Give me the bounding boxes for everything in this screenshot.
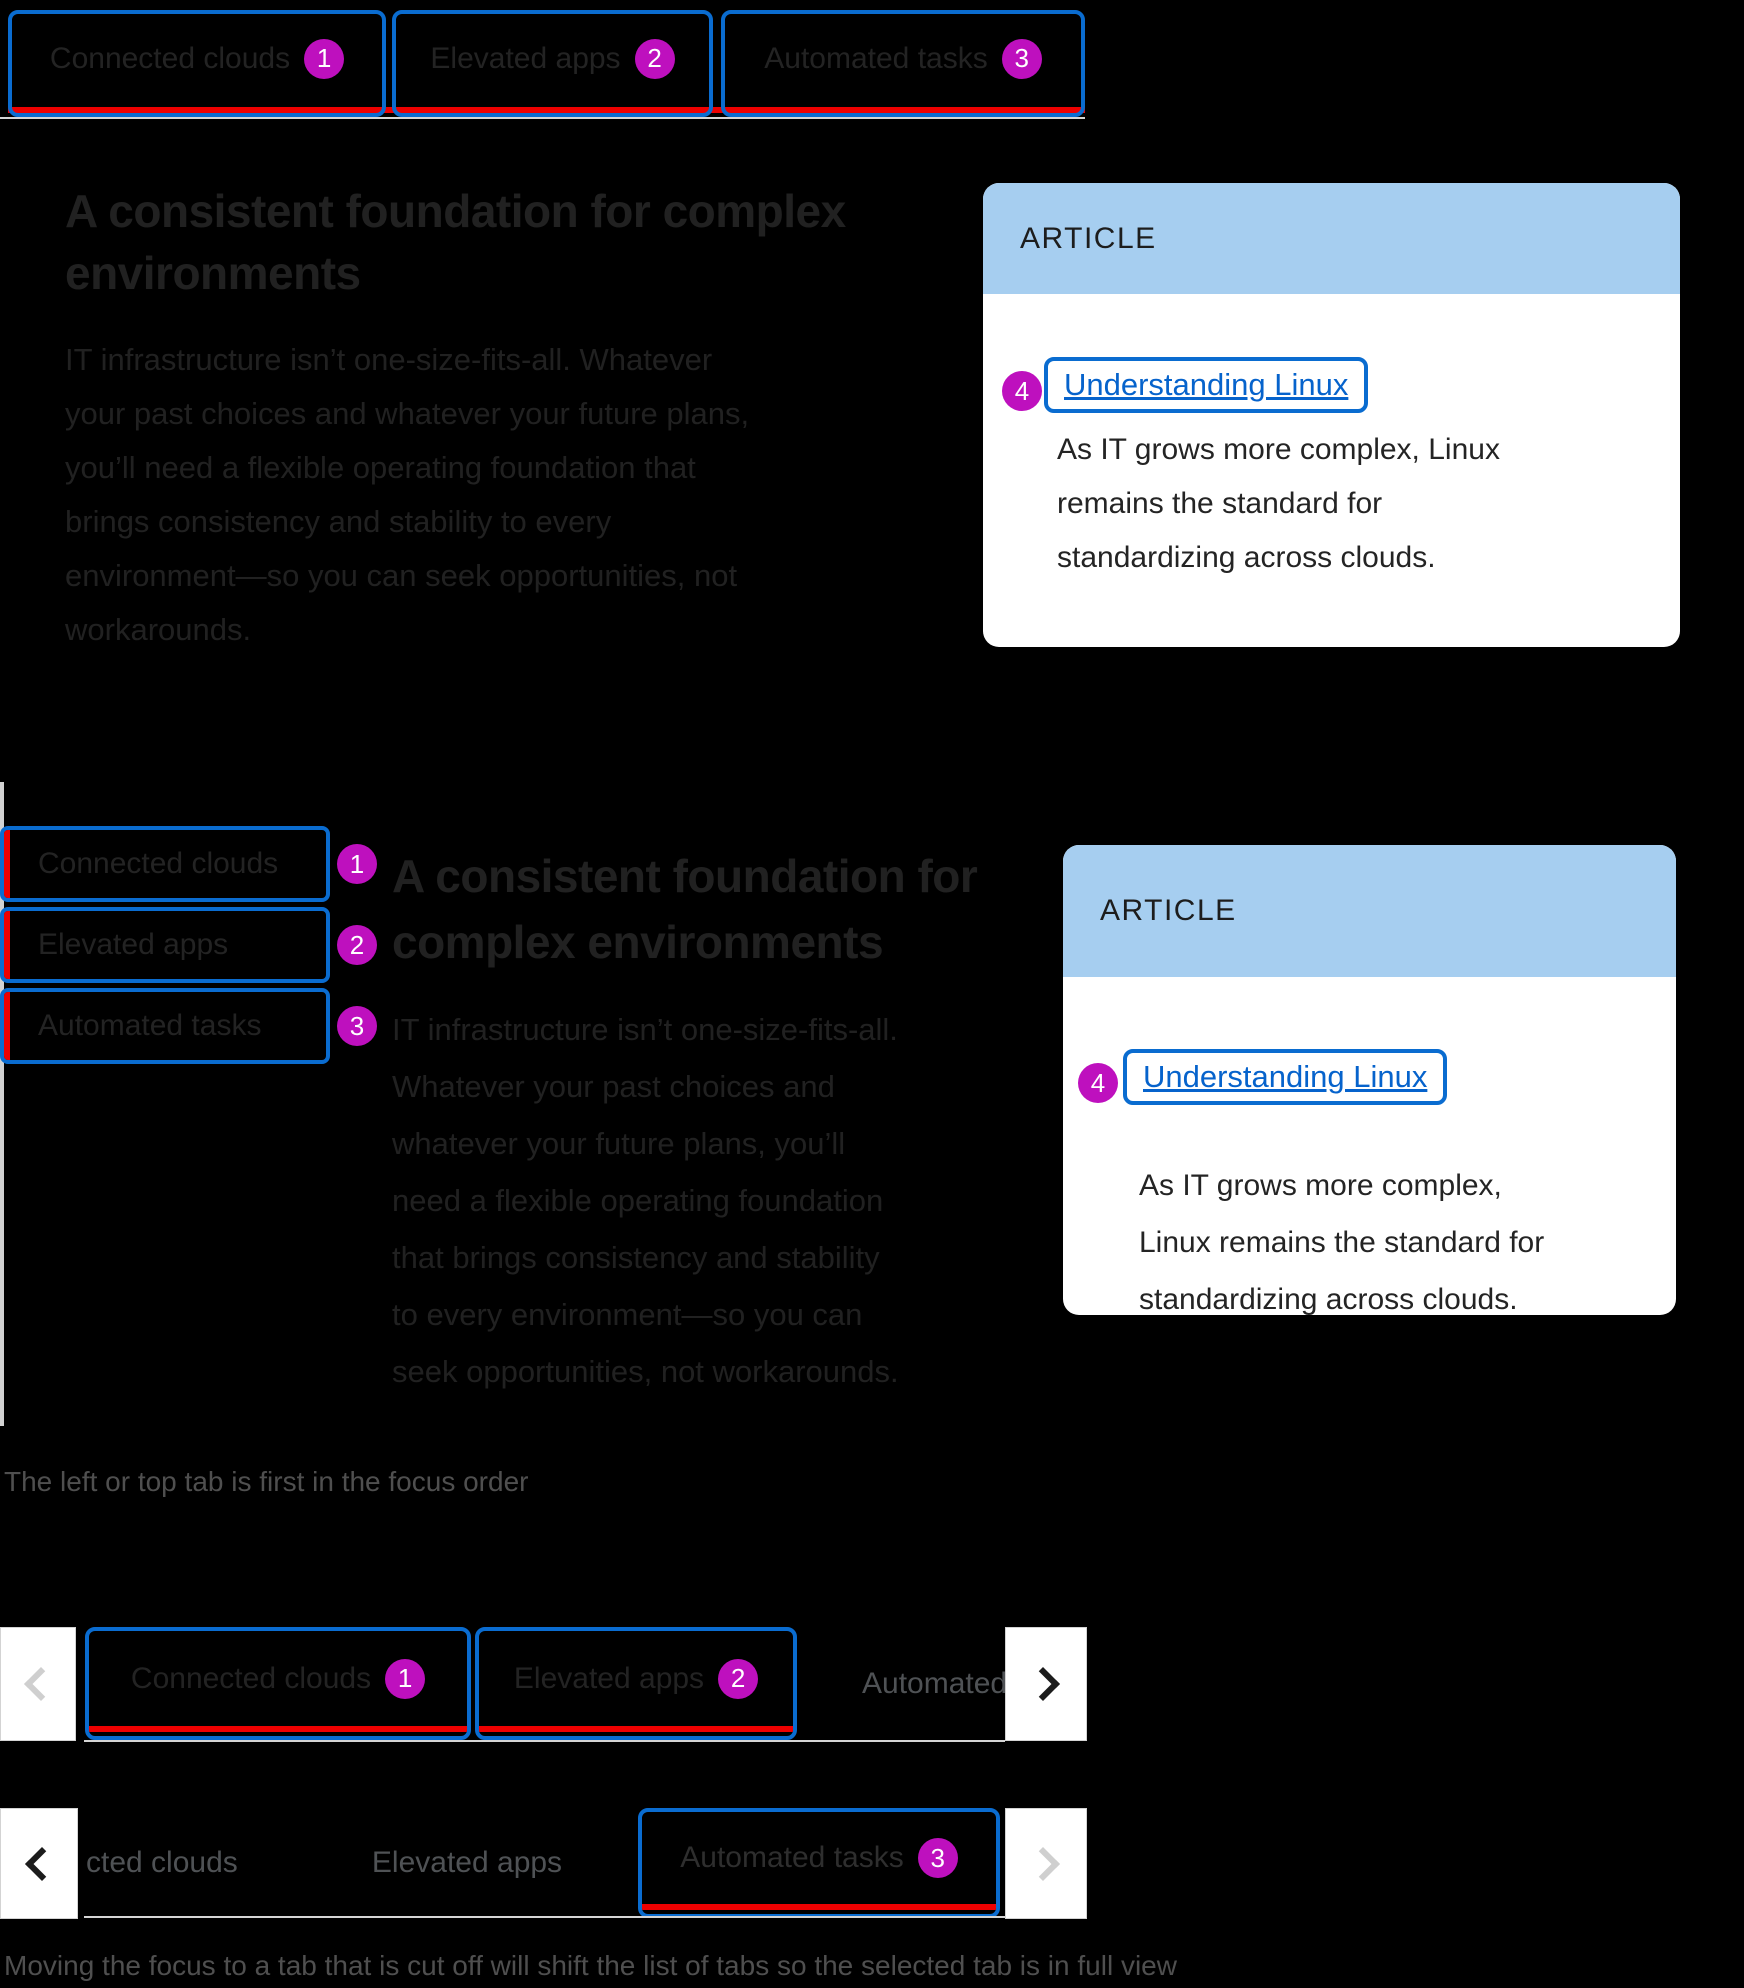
article-link-focus-ring: Understanding Linux <box>1123 1049 1448 1105</box>
article-card-header: ARTICLE <box>983 183 1680 294</box>
chevron-left-icon <box>25 1846 59 1881</box>
tab-connected-clouds-clipped[interactable]: cted clouds <box>86 1808 286 1918</box>
article-eyebrow: ARTICLE <box>1020 221 1157 255</box>
focus-order-badge: 1 <box>304 38 345 79</box>
tab-label: Automated tasks <box>862 1666 1005 1700</box>
page-title: A consistent foundation for complex envi… <box>392 850 978 968</box>
article-link[interactable]: Understanding Linux <box>1143 1059 1428 1094</box>
tab-label: Elevated apps <box>38 928 229 961</box>
article-summary: As IT grows more complex, Linux remains … <box>1057 433 1500 574</box>
tab-automated-tasks-clipped[interactable]: Automated tasks <box>862 1627 1005 1740</box>
scroll-left-button[interactable] <box>0 1627 76 1741</box>
article-summary: As IT grows more complex, Linux remains … <box>1139 1169 1545 1316</box>
vertical-tab-bar-border <box>0 782 4 1426</box>
active-tab-indicator <box>89 1726 467 1732</box>
active-tab-indicator <box>642 1904 996 1910</box>
tab-elevated-apps[interactable]: Elevated apps <box>352 1808 582 1918</box>
tab-label: cted clouds <box>86 1846 238 1879</box>
article-link-focus-ring: Understanding Linux <box>1044 357 1369 413</box>
tab-elevated-apps[interactable]: Elevated apps 2 <box>475 1627 797 1740</box>
article-link[interactable]: Understanding Linux <box>1064 367 1349 402</box>
article-card-header: ARTICLE <box>1063 845 1676 977</box>
figure-caption: The left or top tab is first in the focu… <box>4 1466 529 1497</box>
focus-order-badge: 2 <box>337 925 377 965</box>
tab-label: Automated tasks <box>38 1009 262 1042</box>
tab-elevated-apps[interactable]: Elevated apps <box>0 907 330 983</box>
focus-order-badge: 3 <box>337 1006 377 1046</box>
focus-order-badge: 4 <box>1002 371 1042 411</box>
focus-order-badge: 3 <box>1001 38 1042 79</box>
focus-order-badge: 4 <box>1078 1063 1118 1103</box>
tab-bar-border <box>84 1740 1005 1742</box>
chevron-right-icon <box>1026 1846 1060 1881</box>
active-tab-underline <box>8 107 1085 113</box>
scroll-left-button[interactable] <box>0 1808 78 1919</box>
tab-connected-clouds[interactable]: Connected clouds 1 <box>8 10 386 117</box>
article-eyebrow: ARTICLE <box>1100 894 1237 927</box>
focus-order-badge: 2 <box>718 1658 759 1699</box>
active-tab-indicator <box>4 830 10 898</box>
active-tab-indicator <box>4 911 10 979</box>
tab-automated-tasks[interactable]: Automated tasks 3 <box>721 10 1085 117</box>
active-tab-indicator <box>4 992 10 1060</box>
intro-paragraph: IT infrastructure isn’t one-size-fits-al… <box>392 1012 899 1389</box>
scroll-right-button[interactable] <box>1005 1808 1087 1919</box>
tab-label: Elevated apps <box>430 41 621 75</box>
scroll-right-button[interactable] <box>1005 1627 1087 1741</box>
horizontal-tab-bar: Connected clouds 1 Elevated apps 2 Autom… <box>8 10 1085 117</box>
focus-order-badge: 1 <box>385 1658 426 1699</box>
tab-label: Automated tasks <box>680 1841 904 1874</box>
tab-label: Automated tasks <box>764 41 988 75</box>
focus-order-badge: 3 <box>917 1838 958 1878</box>
figure-caption: Moving the focus to a tab that is cut of… <box>4 1950 1177 1981</box>
tab-label: Elevated apps <box>513 1661 705 1695</box>
tab-automated-tasks[interactable]: Automated tasks 3 <box>638 1808 1000 1918</box>
tab-label: Elevated apps <box>371 1846 563 1879</box>
tab-bar-border <box>0 117 1085 119</box>
tab-elevated-apps[interactable]: Elevated apps 2 <box>392 10 713 117</box>
focus-order-badge: 2 <box>634 38 675 79</box>
tab-automated-tasks[interactable]: Automated tasks <box>0 988 330 1064</box>
active-tab-indicator <box>479 1726 793 1732</box>
article-card: ARTICLE 4 Understanding Linux As IT grow… <box>983 183 1680 647</box>
intro-paragraph: IT infrastructure isn’t one-size-fits-al… <box>65 342 750 647</box>
tab-bar-border <box>84 1916 1005 1918</box>
tab-label: Connected clouds <box>130 1661 372 1695</box>
focus-order-badge: 1 <box>337 844 377 884</box>
tab-connected-clouds[interactable]: Connected clouds <box>0 826 330 902</box>
chevron-left-icon <box>24 1667 58 1701</box>
tab-connected-clouds[interactable]: Connected clouds 1 <box>85 1627 471 1740</box>
tab-label: Connected clouds <box>38 847 279 880</box>
tab-label: Connected clouds <box>49 41 291 75</box>
article-card: ARTICLE 4 Understanding Linux As IT grow… <box>1063 845 1676 1316</box>
page-title: A consistent foundation for complex envi… <box>65 185 846 299</box>
chevron-right-icon <box>1026 1667 1060 1701</box>
